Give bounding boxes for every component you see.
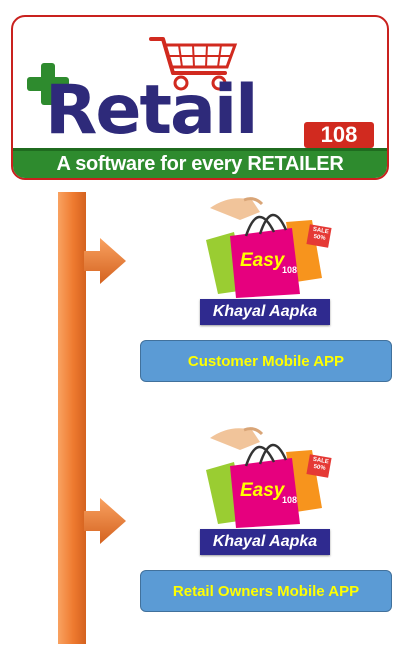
arrow-right-icon: [84, 498, 126, 544]
slogan: Khayal Aapka: [212, 533, 318, 550]
slogan-box: Khayal Aapka: [200, 299, 330, 325]
brand-word: Retail: [45, 71, 258, 150]
tagline: A software for every RETAILER: [56, 153, 344, 175]
shopping-cart-icon: [149, 37, 238, 91]
shopping-bags-icon: [206, 427, 332, 528]
logo-word: Easy: [240, 250, 285, 271]
easy108-logo: SALE 50% Easy 108 Khayal Aapka: [200, 190, 340, 325]
slogan: Khayal Aapka: [212, 303, 318, 320]
logo-number: 108: [282, 265, 298, 275]
retail-owners-app-label: Retail Owners Mobile APP: [172, 582, 360, 600]
retail108-logo: Retail 108 A software for every RETAILER: [11, 15, 389, 180]
customer-app-label: Customer Mobile APP: [187, 352, 345, 370]
logo-number: 108: [282, 495, 298, 505]
tagline-bar: A software for every RETAILER: [13, 148, 387, 178]
arrow-right-icon: [84, 238, 126, 284]
retail-owners-app-button[interactable]: Retail Owners Mobile APP: [140, 570, 392, 612]
plus-cross-icon: [27, 63, 69, 105]
slogan-box: Khayal Aapka: [200, 529, 330, 555]
brand-number-badge: 108: [304, 122, 374, 148]
connector-pillar: [58, 192, 86, 644]
customer-app-button[interactable]: Customer Mobile APP: [140, 340, 392, 382]
easy108-logo: SALE 50% Easy 108 Khayal Aapka: [200, 420, 340, 555]
shopping-bags-icon: [206, 197, 332, 298]
logo-word: Easy: [240, 480, 285, 501]
